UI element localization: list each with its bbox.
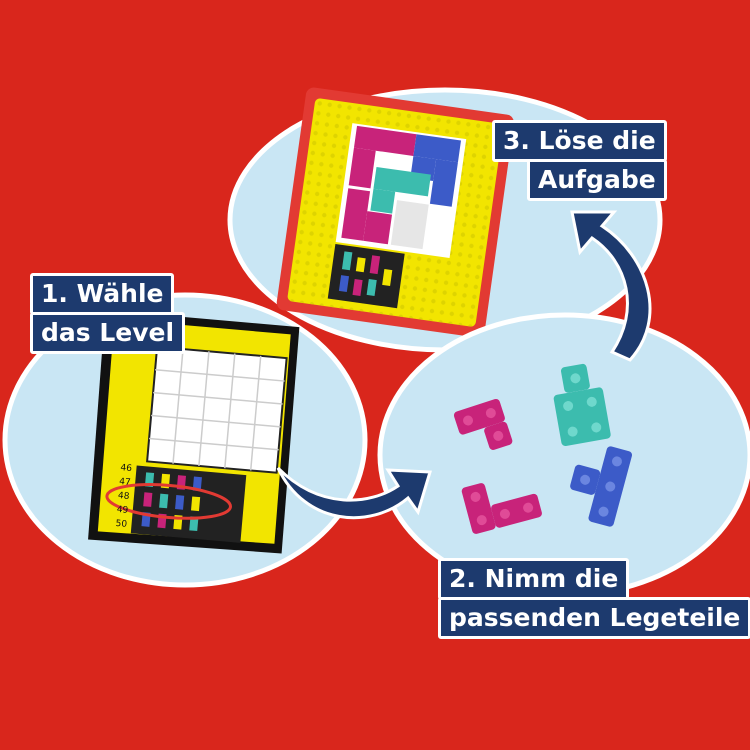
curved-arrow-right-icon bbox=[276, 466, 432, 520]
level-number: 49 bbox=[116, 505, 129, 516]
step-2-label: 2. Nimm die passenden Legeteile bbox=[438, 558, 750, 639]
level-number: 48 bbox=[118, 491, 131, 502]
step-1-line-2: das Level bbox=[30, 312, 186, 354]
step-1-label: 1. Wähle das Level bbox=[30, 273, 186, 354]
puzzle-piece-magenta-l bbox=[461, 483, 542, 534]
step-2-line-2: passenden Legeteile bbox=[438, 597, 750, 639]
puzzle-piece-magenta-t bbox=[453, 398, 513, 450]
level-number: 46 bbox=[120, 463, 133, 474]
step-2-line-1: 2. Nimm die bbox=[438, 558, 630, 600]
level-card: 46 47 48 49 50 bbox=[88, 310, 300, 554]
curved-arrow-up-icon bbox=[570, 210, 652, 362]
step-3-label: 3. Löse die Aufgabe bbox=[492, 120, 667, 201]
step-1-line-1: 1. Wähle bbox=[30, 273, 175, 315]
selected-level-highlight bbox=[105, 483, 232, 520]
level-number: 50 bbox=[115, 519, 128, 530]
level-number: 47 bbox=[119, 477, 131, 488]
puzzle-case-solved bbox=[276, 87, 514, 338]
puzzle-piece-teal bbox=[553, 363, 611, 447]
bubble-step-1: 46 47 48 49 50 bbox=[2, 292, 368, 588]
bubble-step-2 bbox=[377, 312, 750, 598]
step-3-line-2: Aufgabe bbox=[527, 159, 667, 201]
step-3-line-1: 3. Löse die bbox=[492, 120, 667, 162]
puzzle-piece-blue bbox=[570, 446, 632, 527]
